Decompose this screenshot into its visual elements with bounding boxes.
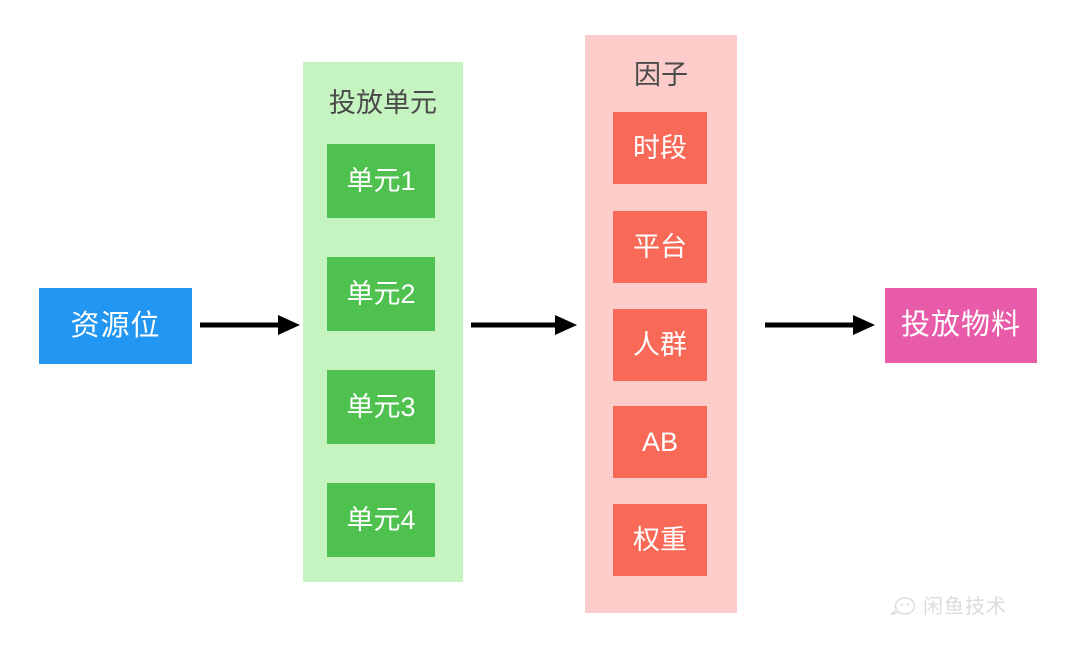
group-factors: 因子 时段 平台 人群 AB 权重 [585,35,737,613]
unit-chip-2: 单元2 [327,257,435,331]
factor-chip-5: 权重 [613,504,707,576]
arrow-units-to-factors [471,313,577,337]
unit-chip-1: 单元1 [327,144,435,218]
unit-chip-3: 单元3 [327,370,435,444]
node-source: 资源位 [39,288,192,364]
group-units: 投放单元 单元1 单元2 单元3 单元4 [303,62,463,582]
arrow-factors-to-output [765,313,875,337]
factor-chip-2: 平台 [613,211,707,283]
watermark-text: 闲鱼技术 [923,596,1007,618]
unit-chip-4: 单元4 [327,483,435,557]
group-factors-title: 因子 [634,60,688,90]
watermark: 闲鱼技术 [890,596,1007,618]
factor-chip-3: 人群 [613,309,707,381]
wechat-bubble-icon [890,596,916,618]
factor-chip-4: AB [613,406,707,478]
arrow-source-to-units [200,313,300,337]
group-units-title: 投放单元 [329,88,437,118]
node-output: 投放物料 [885,288,1037,363]
factor-chip-1: 时段 [613,112,707,184]
